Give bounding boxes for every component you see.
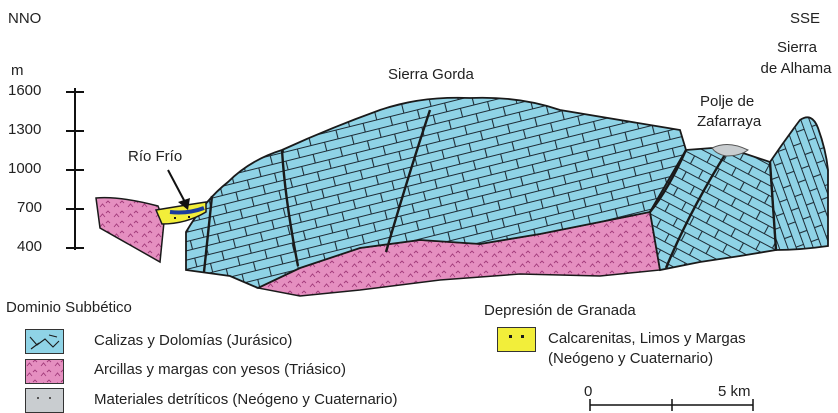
legend-calcarenites-line1: Calcarenitas, Limos y Margas	[548, 330, 746, 347]
scale-start-label: 0	[584, 383, 593, 400]
label-sierra-gorda: Sierra Gorda	[388, 66, 474, 83]
legend-granada-title: Depresión de Granada	[484, 302, 636, 319]
label-polje-line2: Zafarraya	[697, 113, 762, 130]
calcarenite-dots	[174, 216, 190, 219]
polje-detrital-deposit	[711, 144, 749, 157]
scale-end-label: 5 km	[718, 383, 751, 400]
triassic-clay-left	[95, 196, 165, 264]
legend-swatch-clay	[25, 359, 64, 384]
rio-frio-riverbed	[169, 206, 205, 215]
label-alhama-line1: Sierra	[776, 39, 817, 56]
legend-clay-label: Arcillas y margas con yesos (Triásico)	[94, 361, 347, 378]
legend-calcarenites-line2: (Neógeno y Cuaternario)	[548, 350, 714, 367]
fault-lines	[202, 109, 778, 273]
axis-unit: m	[11, 62, 24, 79]
legend-swatch-limestone	[25, 329, 64, 354]
rio-frio-arrow	[167, 169, 187, 205]
label-polje-line1: Polje de	[700, 93, 755, 110]
legend-swatch-detrital	[25, 388, 64, 413]
legend-subbetico-title: Dominio Subbético	[6, 299, 132, 316]
axis-tick-1000: 1000	[8, 160, 42, 177]
axis-tick-1300: 1300	[8, 121, 42, 138]
jurassic-limestone-alhama	[769, 116, 829, 251]
jurassic-limestone-main	[185, 96, 687, 289]
label-alhama-line2: de Alhama	[760, 60, 832, 77]
elevation-axis	[66, 88, 84, 250]
orientation-right: SSE	[790, 10, 821, 27]
legend-limestone-label: Calizas y Dolomías (Jurásico)	[94, 332, 293, 349]
axis-tick-1600: 1600	[8, 82, 42, 99]
legend-swatch-calcarenites	[497, 327, 536, 352]
scale-bar	[589, 399, 754, 411]
label-rio-frio: Río Frío	[128, 148, 183, 165]
legend-detrital-label: Materiales detríticos (Neógeno y Cuatern…	[94, 391, 398, 408]
axis-tick-400: 400	[17, 238, 43, 255]
rio-frio-arrowhead	[178, 198, 190, 210]
axis-tick-700: 700	[17, 199, 43, 216]
orientation-left: NNO	[8, 10, 42, 27]
